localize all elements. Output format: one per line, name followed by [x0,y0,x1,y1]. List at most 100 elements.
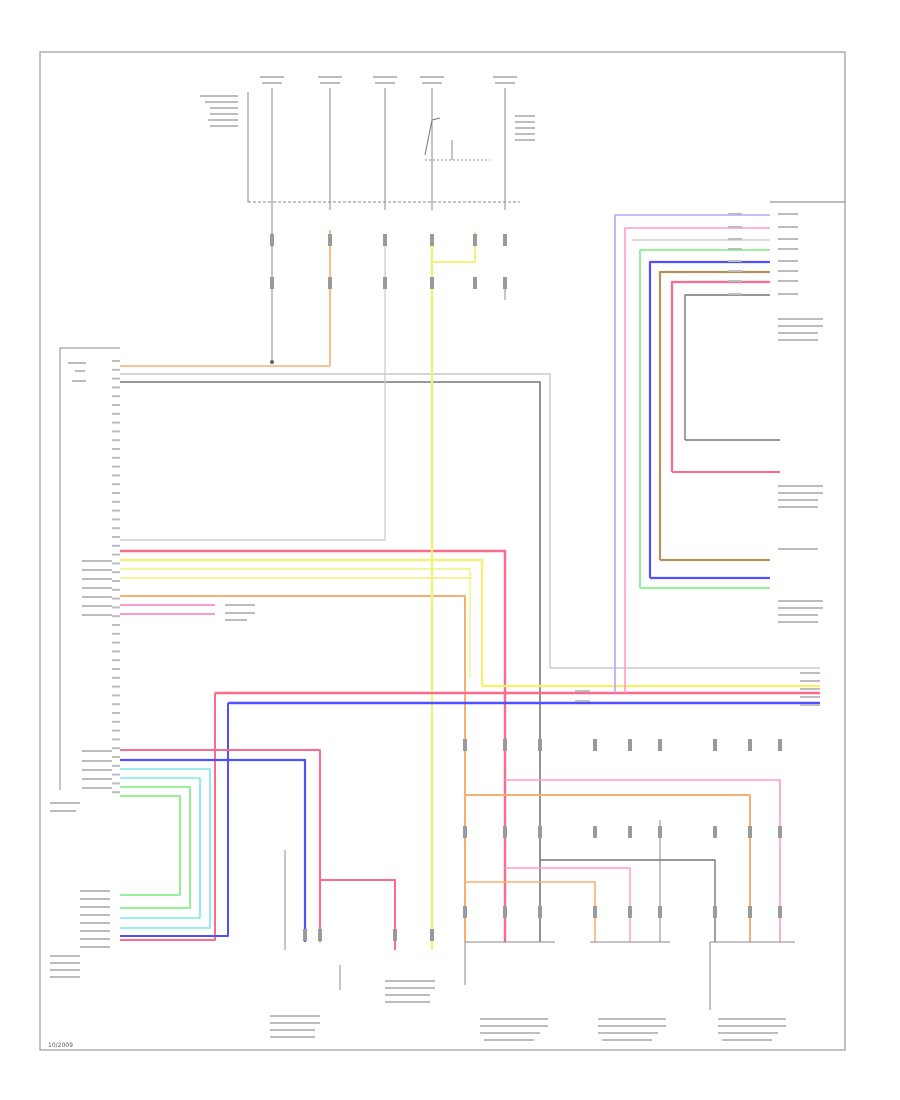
ref-label [225,612,255,614]
ecu-pin-label [112,756,120,758]
ecu-label [68,362,86,364]
ecu-signal-label [82,769,112,771]
bus-label [800,672,820,674]
ecu-pin-label [112,764,120,767]
ecu-pin-label [112,412,120,415]
ecu-pin-label [112,782,120,785]
ecu-pin-label [112,404,120,406]
wire-green-loop2 [120,795,181,896]
sensor-name-label [778,600,823,602]
sensor-pin-label [778,238,798,240]
connector-pin [748,826,752,838]
wire-green-loop [120,786,191,909]
ecu-signal-label [82,596,112,598]
connector-pin [430,277,434,289]
sensor-name-label [778,485,823,487]
ecu-name-label [50,802,80,804]
sensor-name-label [778,325,823,327]
wire-color-label [728,280,742,282]
wire-color-label [728,260,742,262]
ecu-signal-label [82,569,112,571]
connector-pin [778,739,782,751]
ecu-pin-label [112,456,120,459]
relay-caption [515,139,535,141]
sensor-name-label [778,614,818,616]
ecu-pin-label [112,492,120,494]
sensor-name-label [778,499,818,501]
ecu-signal-label [82,614,112,616]
ecu-pin-label [112,580,120,582]
bus-label [800,680,820,682]
sensor-name-label [778,621,818,623]
switch-name-label [270,1022,320,1024]
ecu-name-label [50,810,76,812]
wire-blue-down [120,703,229,937]
connector-pin [503,234,507,246]
ecu-pin-label [112,773,120,776]
fuse-box-caption [210,107,238,109]
wire-gray-sensor [684,294,770,440]
sensor-pin-label [778,280,798,282]
ref-label [225,604,255,606]
ecu-pin-label [112,386,120,389]
ecu-pin-label [112,430,120,433]
connector-pin [473,277,477,289]
sensor-name-label [778,548,818,550]
sensor-pin-label [778,213,798,215]
wire-layer [120,201,845,950]
connector-pin [593,739,597,751]
ecu-pin-label [112,500,120,503]
ecu-pin-label [112,703,120,706]
fuse-caption [318,76,342,78]
component-layer [59,88,795,1010]
fuse-caption [420,76,444,78]
ecu-pin-label [112,368,120,371]
ecu-label [72,380,86,382]
sensor-name-label [778,607,823,609]
unit-name-label [50,962,80,964]
ecu-signal-label [82,587,112,589]
wire-cyan-loop2 [120,777,201,919]
fuse-caption [422,82,442,84]
ecu-pin-label [112,632,120,635]
switch-name-label [385,980,435,982]
ref-label [225,619,247,621]
connector-pin [473,234,477,246]
ecu-pin-label [112,641,120,644]
fuse-caption [320,82,340,84]
unit-signal-label [80,946,110,948]
ecu-pin-label [112,588,120,591]
connector-pin [748,906,752,918]
ecu-signal-label [82,760,112,762]
ecu-pin-label [112,615,120,618]
ecu-pin-label [112,747,120,750]
wire-red-sensor [670,280,770,472]
ecu-signal-label [82,560,112,562]
sensor-pin-label [778,248,798,250]
connector-pin [503,826,507,838]
sensor-pin-label [778,260,798,262]
connector-pin [778,906,782,918]
wire-color-label [728,248,742,250]
ecu-signal-label [82,578,112,580]
wire-sense [120,236,386,541]
wire-red-down [120,693,216,941]
bus-label [800,688,820,690]
connector-pin [593,826,597,838]
splice-dot [270,360,274,364]
connector-pin [328,234,332,246]
fuse-caption [495,82,515,84]
wire-color-label [728,293,742,295]
connector-pin [383,277,387,289]
relay-caption [515,133,535,135]
ecu-pin-label [112,597,120,600]
module-name-label [480,1032,540,1034]
sensor-pin-label [778,293,798,295]
fuse-box-caption [208,119,238,121]
connector-pin [383,234,387,246]
wire-ecu-ign [120,373,551,668]
ecu-pin-label [112,729,120,732]
wire-ecu-ground [120,381,541,942]
ecu-signal-label [82,778,112,780]
fuse-caption [262,82,282,84]
